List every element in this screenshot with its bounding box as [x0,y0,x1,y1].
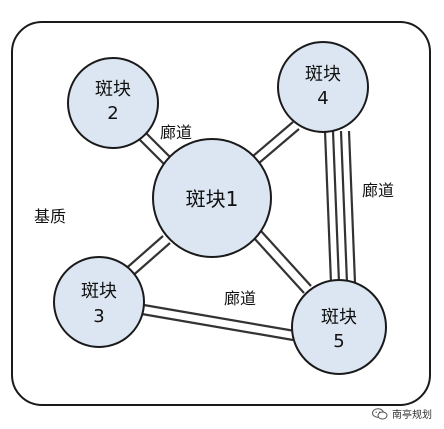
corridor-3-1 [121,235,171,280]
matrix-label: 基质 [34,207,66,226]
patch-4: 斑块 4 [277,41,369,133]
patch-4-number: 4 [317,88,328,109]
corridor-2-1 [136,129,174,168]
corridor-label-right: 廊道 [362,181,394,200]
patch-4-name: 斑块 [305,64,341,85]
patch-1: 斑块1 [152,138,272,258]
patch-2: 斑块 2 [67,57,159,149]
patch-2-name: 斑块 [95,79,131,100]
corridor-5-1 [253,230,312,294]
corridor-4-5 [323,130,357,284]
patch-3: 斑块 3 [53,256,145,348]
patch-5-name: 斑块 [321,307,357,328]
corridor-label-bottom: 廊道 [224,289,256,308]
patch-2-number: 2 [107,103,118,124]
patch-1-number: 1 [226,187,239,211]
wechat-icon [372,407,388,419]
corridor-3-5 [135,302,296,342]
patch-3-number: 3 [93,306,104,327]
corridor-label-top: 廊道 [160,123,192,142]
watermark-text: 南亭规划 [392,410,432,421]
watermark: 南亭规划 [372,406,432,421]
patch-5: 斑块 5 [291,279,387,375]
patch-5-number: 5 [333,331,344,352]
patch-1-name: 斑块 [186,187,226,211]
patch-3-name: 斑块 [81,281,117,302]
patch-1-label: 斑块1 [186,187,239,211]
